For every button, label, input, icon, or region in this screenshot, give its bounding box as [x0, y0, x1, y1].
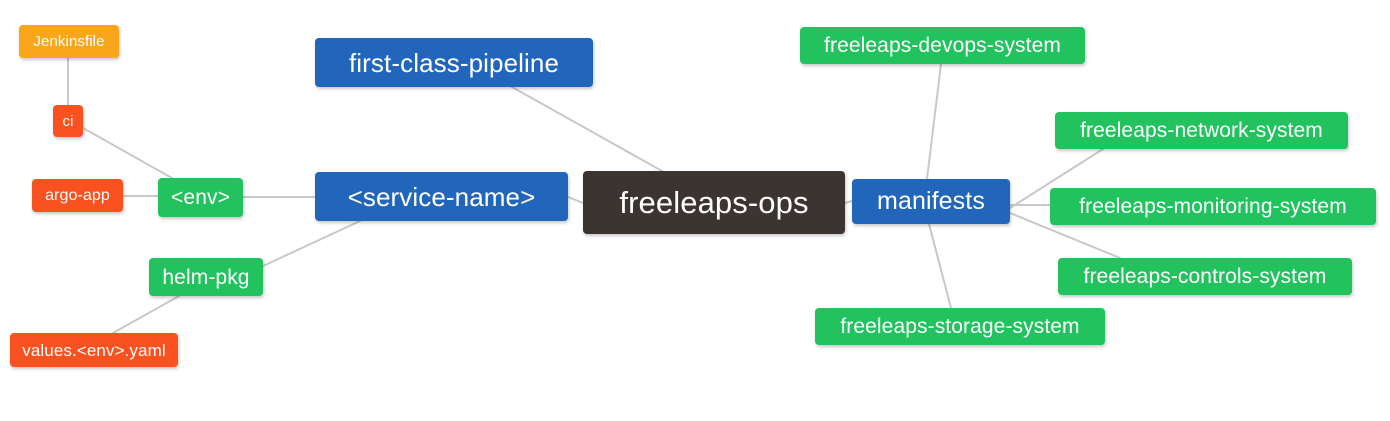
node-ci[interactable]: ci: [53, 105, 83, 137]
node-helm-pkg[interactable]: helm-pkg: [149, 258, 263, 296]
node-values-yaml[interactable]: values.<env>.yaml: [10, 333, 178, 367]
node-jenkinsfile[interactable]: Jenkinsfile: [19, 25, 119, 58]
node-freeleaps-network-system[interactable]: freeleaps-network-system: [1055, 112, 1348, 149]
node-freeleaps-storage-system[interactable]: freeleaps-storage-system: [815, 308, 1105, 345]
node-freeleaps-devops-system[interactable]: freeleaps-devops-system: [800, 27, 1085, 64]
node-freeleaps-controls-system[interactable]: freeleaps-controls-system: [1058, 258, 1352, 295]
node-freeleaps-ops[interactable]: freeleaps-ops: [583, 171, 845, 234]
node-freeleaps-monitoring-system[interactable]: freeleaps-monitoring-system: [1050, 188, 1376, 225]
edge-freeleaps-ops-to-manifests: [844, 200, 853, 204]
edge-freeleaps-ops-to-first-class-pipeline: [511, 86, 663, 172]
node-manifests[interactable]: manifests: [852, 179, 1010, 224]
node-argo-app[interactable]: argo-app: [32, 179, 123, 212]
edge-manifests-to-freeleaps-storage-system: [928, 223, 952, 309]
node-service-name[interactable]: <service-name>: [315, 172, 568, 221]
edge-helm-pkg-to-values-yaml: [112, 295, 180, 334]
node-env[interactable]: <env>: [158, 178, 243, 217]
edge-env-to-ci: [82, 127, 173, 179]
edge-manifests-to-freeleaps-devops-system: [926, 63, 942, 180]
edge-service-name-to-helm-pkg: [262, 220, 361, 267]
edge-freeleaps-ops-to-service-name: [567, 196, 584, 204]
node-first-class-pipeline[interactable]: first-class-pipeline: [315, 38, 593, 87]
